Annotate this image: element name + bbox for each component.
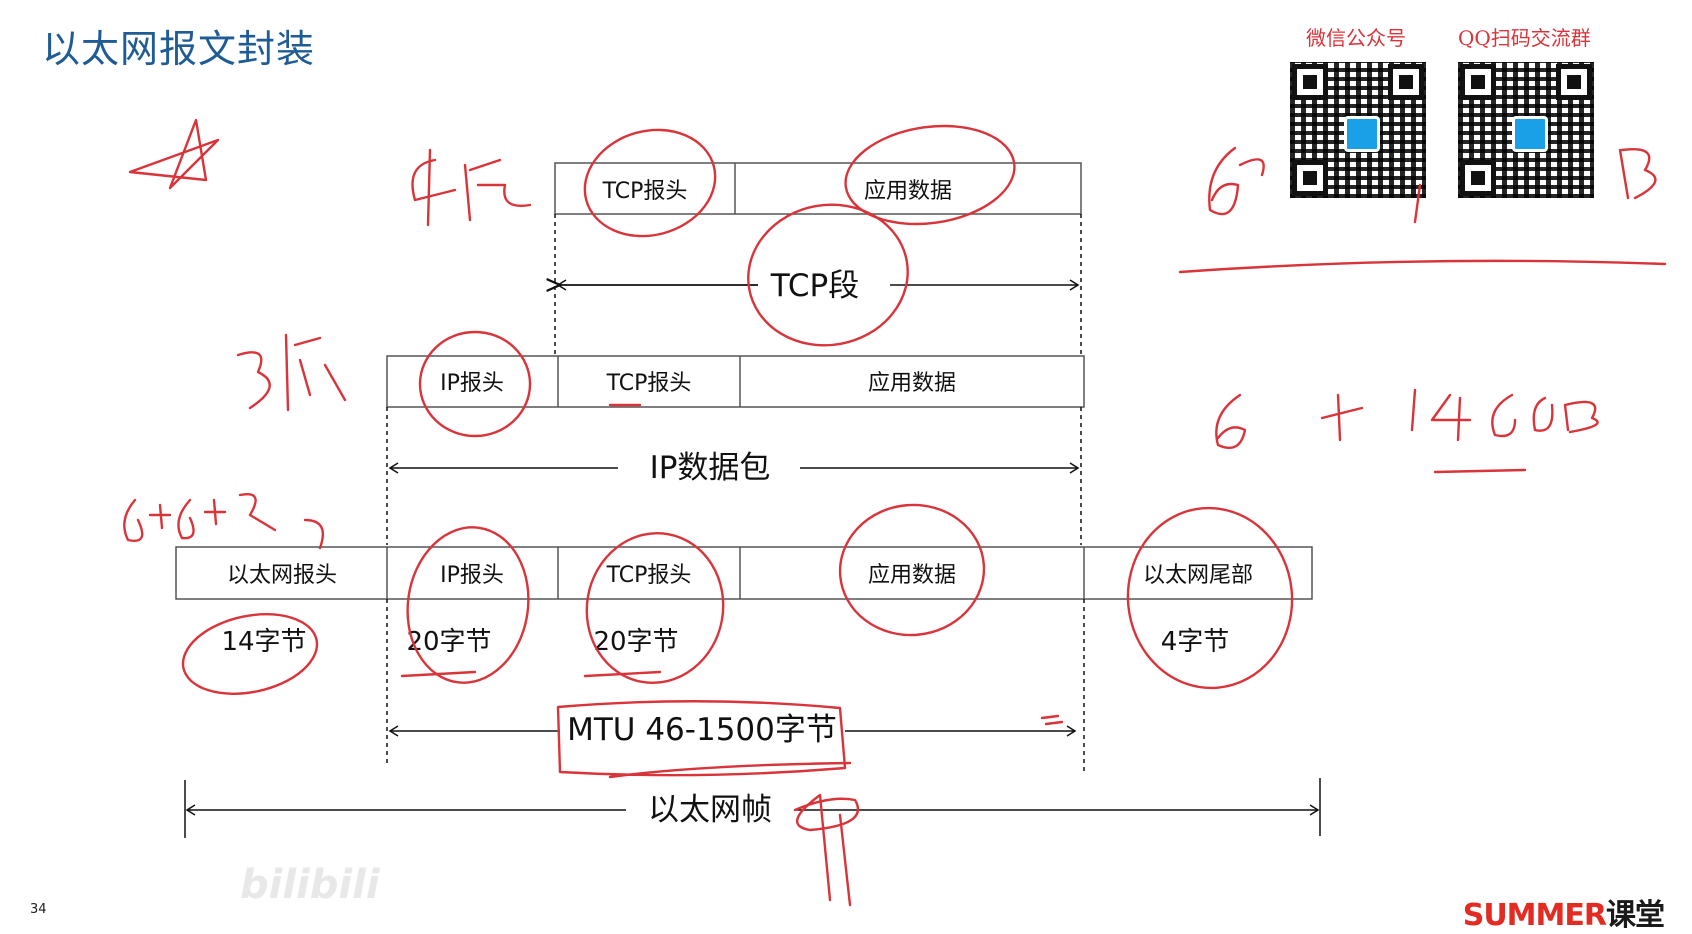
circle-mark xyxy=(181,613,319,695)
circle-mark xyxy=(583,128,717,238)
row3-eth-header: 以太网报头 xyxy=(227,563,337,588)
note-underline xyxy=(1433,468,1527,474)
brand-name: SUMMER xyxy=(1462,898,1607,933)
note-stroke xyxy=(1413,183,1422,224)
qr-finder-icon xyxy=(1460,160,1496,196)
ip-header-size: 20字节 xyxy=(406,627,491,657)
wechat-label: 微信公众号 xyxy=(1306,26,1406,50)
note-plus xyxy=(1320,393,1364,442)
row1-app-data: 应用数据 xyxy=(864,179,952,204)
circle-mark xyxy=(406,526,530,684)
circle-mark xyxy=(838,503,986,637)
row2-app-data: 应用数据 xyxy=(868,371,956,396)
row2-tcp-header: TCP报头 xyxy=(606,371,692,396)
arrow-left-icon xyxy=(388,462,399,474)
row3-app-data: 应用数据 xyxy=(868,563,956,588)
tick-mark xyxy=(1040,714,1064,726)
circle-mark xyxy=(747,203,909,347)
underline-mark xyxy=(608,761,852,779)
row3-ip-header: IP报头 xyxy=(440,563,504,588)
arrow-left-icon xyxy=(185,804,196,816)
qq-group-label: QQ扫码交流群 xyxy=(1458,26,1591,50)
note-b xyxy=(1618,148,1657,200)
mtu-label: MTU 46-1500字节 xyxy=(567,712,837,748)
row3-tcp-header: TCP报头 xyxy=(606,563,692,588)
circle-mark xyxy=(585,532,725,684)
note-six xyxy=(1215,393,1247,450)
wechat-qr-code xyxy=(1288,60,1428,200)
brand-suffix: 课堂 xyxy=(1606,898,1665,933)
note-stroke xyxy=(1238,158,1265,177)
qr-logo-icon xyxy=(1344,116,1380,152)
arrow-right-icon xyxy=(1069,462,1080,474)
layer-note-4 xyxy=(411,148,532,227)
arrow-right-icon xyxy=(1309,804,1320,816)
slide-title: 以太网报文封装 xyxy=(42,27,316,71)
ip-packet-row: IP报头 TCP报头 应用数据 xyxy=(386,355,1085,408)
underline-mark xyxy=(400,670,662,678)
ethernet-frame-label: 以太网帧 xyxy=(648,792,772,828)
ip-packet-label: IP数据包 xyxy=(650,450,771,486)
qr-finder-icon xyxy=(1388,64,1424,100)
qr-finder-icon xyxy=(1292,160,1328,196)
circle-mark xyxy=(1126,506,1294,690)
row3-eth-trailer: 以太网尾部 xyxy=(1143,563,1253,588)
bilibili-watermark: bilibili xyxy=(240,862,380,908)
page-number: 34 xyxy=(30,902,47,917)
layer-note-3 xyxy=(236,333,347,412)
eth-trailer-size: 4字节 xyxy=(1161,627,1230,657)
arrow-right-icon xyxy=(1069,279,1080,291)
qr-logo-icon xyxy=(1512,116,1548,152)
eth-header-size: 14字节 xyxy=(221,627,306,657)
qr-finder-icon xyxy=(1292,64,1328,100)
ip-packet-box xyxy=(386,355,1085,408)
circle-mark xyxy=(844,124,1016,226)
circle-mark xyxy=(418,330,532,438)
arrow-left-icon xyxy=(388,725,399,737)
qr-finder-icon xyxy=(1460,64,1496,100)
qq-qr-code xyxy=(1456,60,1596,200)
brand-logo: SUMMER课堂 xyxy=(1462,890,1665,934)
note-six xyxy=(1208,146,1240,216)
note-1460b xyxy=(1410,388,1599,442)
note-underline xyxy=(1178,259,1667,274)
arrow-left-icon xyxy=(556,279,567,291)
qr-finder-icon xyxy=(1556,64,1592,100)
ethernet-frame-row: 以太网报头 IP报头 TCP报头 应用数据 以太网尾部 xyxy=(175,546,1313,600)
row1-tcp-header: TCP报头 xyxy=(602,179,688,204)
star-doodle xyxy=(128,118,220,190)
frame-scribble xyxy=(793,793,860,907)
tcp-segment-label: TCP段 xyxy=(770,268,859,304)
row2-ip-header: IP报头 xyxy=(440,371,504,396)
ethernet-frame-box xyxy=(175,546,1313,600)
handwritten-annotations xyxy=(123,118,1667,907)
tcp-header-size: 20字节 xyxy=(593,627,678,657)
arrow-right-icon xyxy=(1066,725,1077,737)
size-note xyxy=(123,493,325,550)
